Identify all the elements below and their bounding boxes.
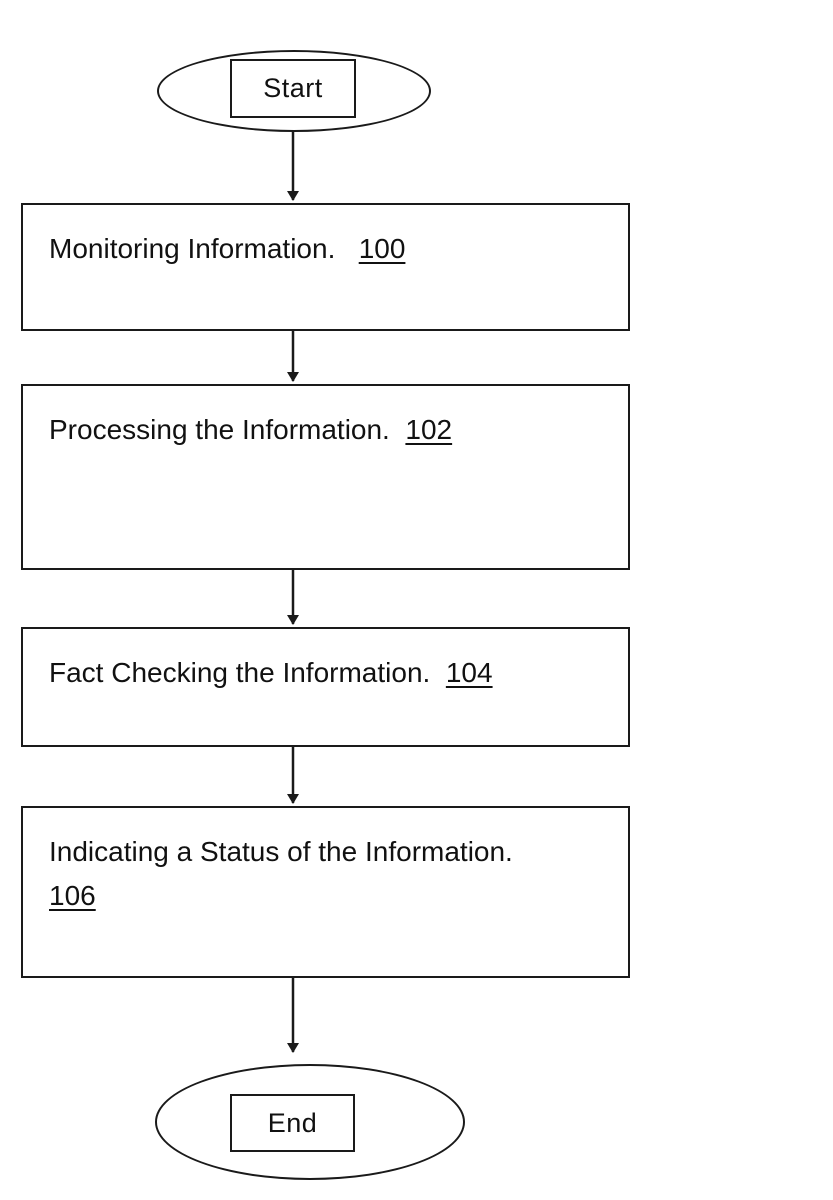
step-text: Monitoring Information. xyxy=(49,233,335,264)
step-text: Indicating a Status of the Information. xyxy=(49,830,628,874)
step-fact-checking-information: Fact Checking the Information. 104 xyxy=(21,627,630,747)
end-label: End xyxy=(230,1094,355,1152)
start-label: Start xyxy=(230,59,356,118)
step-monitoring-information: Monitoring Information. 100 xyxy=(21,203,630,331)
step-text: Processing the Information. xyxy=(49,414,390,445)
step-reference-number: 102 xyxy=(405,414,452,445)
step-reference-number: 106 xyxy=(49,874,628,918)
step-reference-number: 100 xyxy=(359,233,406,264)
step-text: Fact Checking the Information. xyxy=(49,657,430,688)
step-processing-information: Processing the Information. 102 xyxy=(21,384,630,570)
step-indicating-status: Indicating a Status of the Information. … xyxy=(21,806,630,978)
step-reference-number: 104 xyxy=(446,657,493,688)
